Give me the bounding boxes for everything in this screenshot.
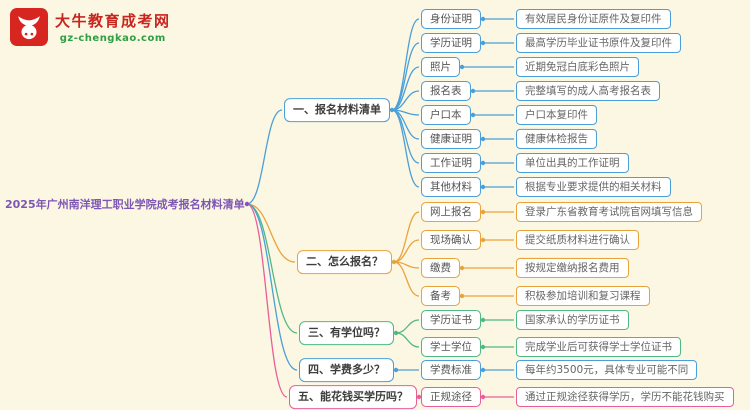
child-desc-node: 完整填写的成人高考报名表 <box>516 80 660 102</box>
bull-logo-icon <box>10 8 48 46</box>
child-desc-node: 每年约3500元，具体专业可能不同 <box>516 359 698 381</box>
child-desc-node: 通过正规途径获得学历，学历不能花钱购买 <box>516 386 734 408</box>
branch-node: 五、能花钱买学历吗？ <box>289 385 417 409</box>
branch-node: 二、怎么报名？ <box>297 250 392 274</box>
child-label-node: 现场确认 <box>421 229 481 251</box>
child-label-node: 学历证书 <box>421 309 481 331</box>
child-label-node: 其他材料 <box>421 176 481 198</box>
site-logo-text: 大牛教育成考网 gz-chengkao.com <box>55 10 171 44</box>
child-label-node: 报名表 <box>421 80 471 102</box>
child-desc-node: 完成学业后可获得学士学位证书 <box>516 336 681 358</box>
child-label-node: 工作证明 <box>421 152 481 174</box>
branch-node: 三、有学位吗？ <box>299 321 394 345</box>
child-desc-node: 提交纸质材料进行确认 <box>516 229 639 251</box>
child-desc-node: 户口本复印件 <box>516 104 597 126</box>
child-label-node: 学费标准 <box>421 359 481 381</box>
site-name: 大牛教育成考网 <box>55 12 171 30</box>
child-label-node: 健康证明 <box>421 128 481 150</box>
child-label-node: 学士学位 <box>421 336 481 358</box>
child-label-node: 备考 <box>421 285 460 307</box>
child-desc-node: 积极参加培训和复习课程 <box>516 285 650 307</box>
child-label-node: 缴费 <box>421 257 460 279</box>
child-desc-node: 健康体检报告 <box>516 128 597 150</box>
child-desc-node: 有效居民身份证原件及复印件 <box>516 8 671 30</box>
branch-node: 一、报名材料清单 <box>284 98 390 122</box>
child-desc-node: 登录广东省教育考试院官网填写信息 <box>516 201 702 223</box>
child-label-node: 户口本 <box>421 104 471 126</box>
child-label-node: 照片 <box>421 56 460 78</box>
child-desc-node: 单位出具的工作证明 <box>516 152 629 174</box>
child-desc-node: 根据专业要求提供的相关材料 <box>516 176 671 198</box>
site-domain: gz-chengkao.com <box>59 33 166 44</box>
child-label-node: 正规途径 <box>421 386 481 408</box>
root-topic: 2025年广州南洋理工职业学院成考报名材料清单 <box>5 198 245 211</box>
child-desc-node: 国家承认的学历证书 <box>516 309 629 331</box>
child-desc-node: 近期免冠白底彩色照片 <box>516 56 639 78</box>
branch-node: 四、学费多少？ <box>299 358 394 382</box>
child-label-node: 身份证明 <box>421 8 481 30</box>
child-desc-node: 按规定缴纳报名费用 <box>516 257 629 279</box>
site-logo: 大牛教育成考网 gz-chengkao.com <box>10 8 171 46</box>
child-label-node: 网上报名 <box>421 201 481 223</box>
child-desc-node: 最高学历毕业证书原件及复印件 <box>516 32 681 54</box>
child-label-node: 学历证明 <box>421 32 481 54</box>
